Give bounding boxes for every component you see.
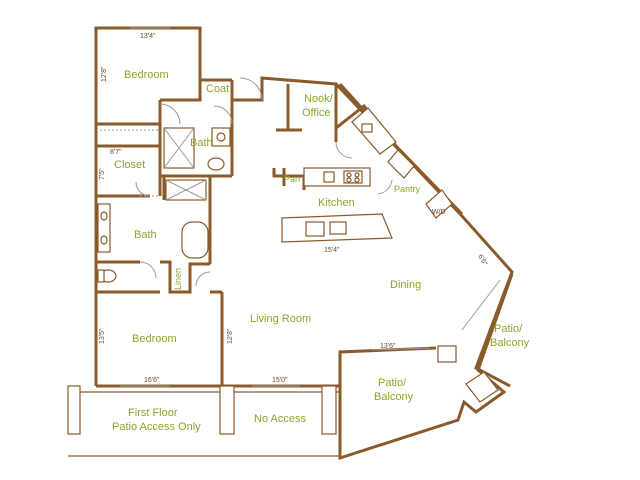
dim-living-width: 15'0" bbox=[272, 377, 288, 384]
dim-dining-diag: 6'6" bbox=[476, 254, 488, 268]
dim-closet-depth: 7'5" bbox=[99, 168, 106, 180]
dim-closet-width: 8'7" bbox=[110, 149, 122, 156]
label-pantry: Pantry bbox=[394, 184, 421, 194]
dim-kitchen-width: 15'4" bbox=[324, 247, 340, 254]
dim-bedroom-top-depth: 12'8" bbox=[101, 66, 108, 82]
label-dining: Dining bbox=[390, 279, 421, 291]
label-coat: Coat bbox=[206, 83, 229, 95]
label-kitchen: Kitchen bbox=[318, 197, 355, 209]
label-patio-right-1: Patio/ bbox=[494, 323, 523, 335]
dim-bedroom-bottom-depth: 13'5" bbox=[99, 328, 106, 344]
lower-patio bbox=[67, 345, 499, 457]
dim-bedroom-top-width: 13'4" bbox=[140, 33, 156, 40]
kitchen-counter bbox=[303, 167, 371, 187]
label-bath-left: Bath bbox=[134, 229, 157, 241]
doors-windows bbox=[96, 27, 501, 387]
label-first-floor-2: Patio Access Only bbox=[112, 421, 201, 433]
label-patio-mid-2: Balcony bbox=[374, 391, 414, 403]
label-living-room: Living Room bbox=[250, 313, 311, 325]
room-labels: Bedroom Coat Nook/ Office Bath Closet Pa… bbox=[112, 69, 530, 433]
dim-bedroom-bottom-width: 16'6" bbox=[144, 377, 160, 384]
kitchen-island bbox=[281, 213, 393, 243]
label-bedroom-top: Bedroom bbox=[124, 69, 169, 81]
kitchen-fixtures bbox=[281, 107, 453, 243]
label-patio-mid-1: Patio/ bbox=[378, 377, 407, 389]
label-bedroom-bottom: Bedroom bbox=[132, 333, 177, 345]
bath-fixtures bbox=[97, 127, 231, 283]
label-linen: Linen bbox=[173, 268, 183, 290]
label-patio-right-2: Balcony bbox=[490, 337, 530, 349]
label-bath-top: Bath bbox=[190, 137, 213, 149]
label-pan: Pan bbox=[284, 174, 300, 184]
label-first-floor-1: First Floor bbox=[128, 407, 178, 419]
label-nook-2: Office bbox=[302, 107, 331, 119]
label-no-access: No Access bbox=[254, 413, 306, 425]
label-nook-1: Nook/ bbox=[304, 93, 334, 105]
label-washer-dryer: W/D bbox=[432, 209, 446, 216]
dim-living-depth: 12'8" bbox=[227, 328, 234, 344]
dim-patio-mid-width: 13'6" bbox=[380, 343, 396, 350]
label-closet: Closet bbox=[114, 159, 145, 171]
